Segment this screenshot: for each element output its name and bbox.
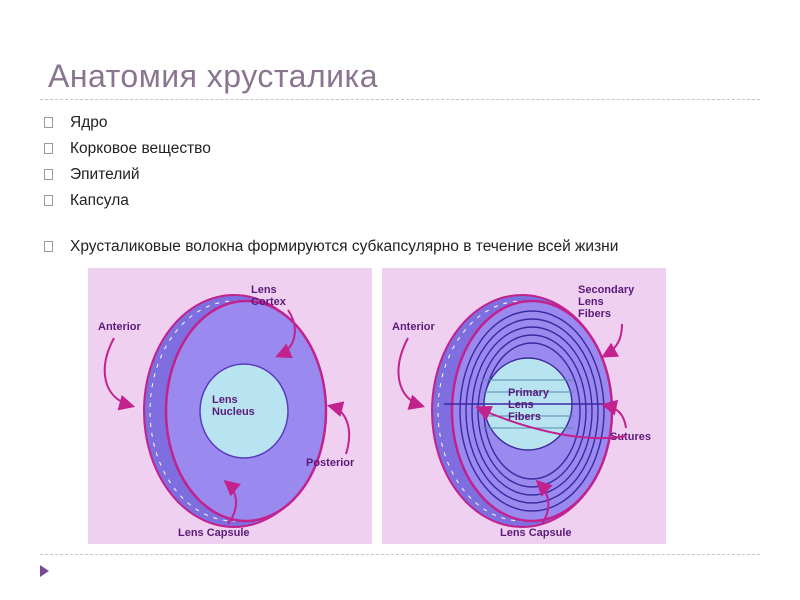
bullet-text: Капсула (70, 192, 129, 209)
arrow-secondary (601, 323, 623, 358)
label-secondary-line1: Secondary (578, 284, 635, 296)
bullet-marker-icon (44, 241, 53, 252)
label-lens-cortex-line1: Lens (251, 284, 277, 296)
bullet-item-fibers-note: Хрусталиковые волокна формируются субкап… (44, 234, 618, 260)
lens-diagram-right-svg: Secondary Lens Fibers Anterior Primary L… (392, 284, 651, 539)
lens-nucleus-shape (199, 363, 289, 459)
bullet-marker-icon (44, 195, 53, 206)
title-divider (40, 99, 760, 100)
play-triangle-icon (40, 565, 49, 577)
bullet-list: Ядро Корковое вещество Эпителий Капсула … (44, 110, 618, 260)
bullet-text: Эпителий (70, 166, 140, 183)
label-primary-line3: Fibers (508, 411, 541, 423)
arrow-suture-left (475, 406, 627, 440)
bullet-item-epithelium: Эпителий (44, 162, 618, 188)
label-lens-cortex-line2: Cortex (251, 296, 287, 308)
lens-diagram-left-svg: Lens Cortex Anterior Lens Nucleus Poster… (98, 284, 355, 539)
bullet-text: Ядро (70, 114, 108, 131)
footer-divider (40, 554, 760, 555)
bullet-item-cortex: Корковое вещество (44, 136, 618, 162)
label-anterior: Anterior (98, 321, 142, 333)
label-lens-capsule: Lens Capsule (178, 527, 250, 539)
bullet-marker-icon (44, 143, 53, 154)
bullet-marker-icon (44, 169, 53, 180)
arrow-cortex (275, 309, 296, 359)
label-primary-line2: Lens (508, 399, 534, 411)
arrow-capsule (223, 479, 241, 525)
secondary-fiber-rings (459, 310, 605, 512)
label-lens-nucleus-line1: Lens (212, 394, 238, 406)
label-anterior: Anterior (392, 321, 436, 333)
lens-diagram-left: Lens Cortex Anterior Lens Nucleus Poster… (88, 268, 372, 544)
arrow-capsule (535, 479, 553, 525)
label-posterior: Posterior (306, 457, 355, 469)
bullet-item-nucleus: Ядро (44, 110, 618, 136)
arrow-anterior (397, 337, 426, 410)
label-lens-nucleus-line2: Nucleus (212, 406, 255, 418)
lens-diagram-right: Secondary Lens Fibers Anterior Primary L… (382, 268, 666, 544)
slide-title: Анатомия хрусталика (48, 58, 379, 94)
bullet-marker-icon (44, 117, 53, 128)
label-secondary-line3: Fibers (578, 308, 611, 320)
label-sutures: Sutures (610, 431, 651, 443)
label-lens-capsule: Lens Capsule (500, 527, 572, 539)
arrow-suture-right (600, 399, 627, 429)
bullet-text: Хрусталиковые волокна формируются субкап… (70, 238, 619, 255)
bullet-item-capsule: Капсула (44, 188, 618, 214)
label-primary-line1: Primary (508, 387, 550, 399)
arrow-posterior (326, 401, 351, 455)
arrow-anterior (103, 337, 136, 411)
label-secondary-line2: Lens (578, 296, 604, 308)
bullet-text: Корковое вещество (70, 140, 211, 157)
